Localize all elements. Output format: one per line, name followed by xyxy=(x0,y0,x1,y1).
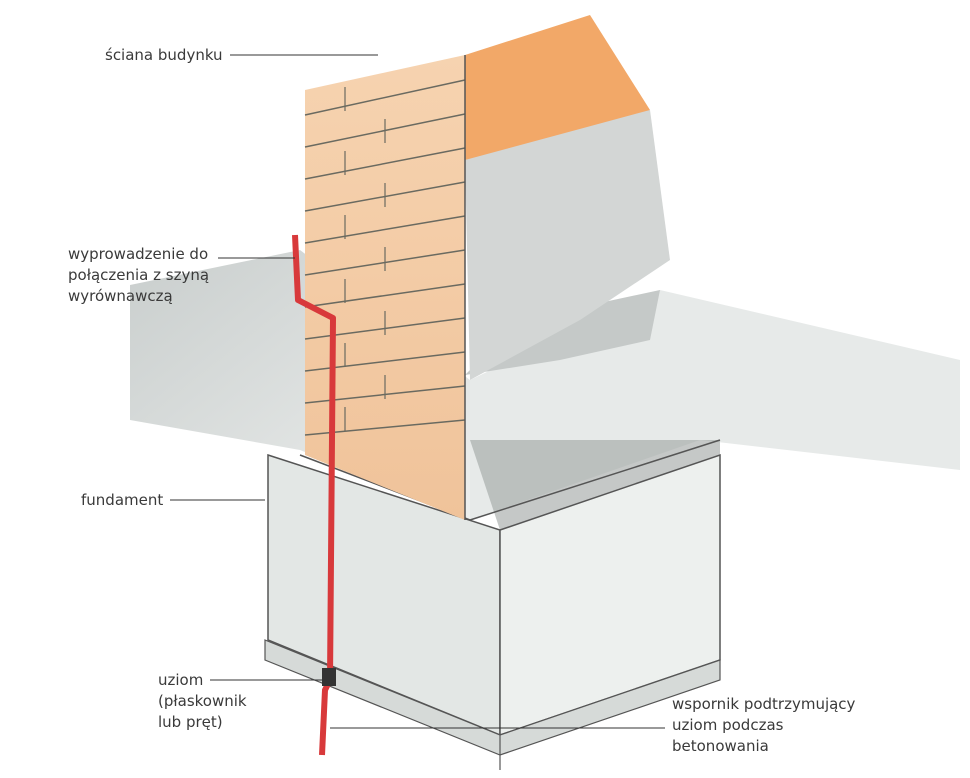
label-line: połączenia z szyną xyxy=(68,266,210,284)
earth-rod xyxy=(292,234,336,756)
mortar-joint xyxy=(304,147,466,180)
mortar-joint xyxy=(304,215,466,244)
label-line: uziom xyxy=(158,671,204,689)
label-line: uziom podczas xyxy=(672,716,784,734)
brick-wall xyxy=(304,15,670,520)
mortar-joint xyxy=(304,283,466,308)
label-support: wspornik podtrzymujący uziom podczas bet… xyxy=(672,694,855,757)
support-bracket xyxy=(322,668,336,686)
foundation xyxy=(264,453,721,770)
label-earth-electrode: uziom (płaskownik lub pręt) xyxy=(158,670,247,733)
label-outlet: wyprowadzenie do połączenia z szyną wyró… xyxy=(68,244,209,307)
label-foundation: fundament xyxy=(81,491,164,509)
label-line: wspornik podtrzymujący xyxy=(672,695,856,713)
label-line: lub pręt) xyxy=(158,713,223,731)
label-line: betonowania xyxy=(672,737,769,755)
label-line: wyrównawczą xyxy=(68,287,173,305)
label-line: (płaskownik xyxy=(158,692,247,710)
label-line: wyprowadzenie do xyxy=(68,245,209,263)
leader-lines xyxy=(170,54,665,729)
mortar-joint xyxy=(304,79,466,116)
label-wall: ściana budynku xyxy=(105,46,223,64)
